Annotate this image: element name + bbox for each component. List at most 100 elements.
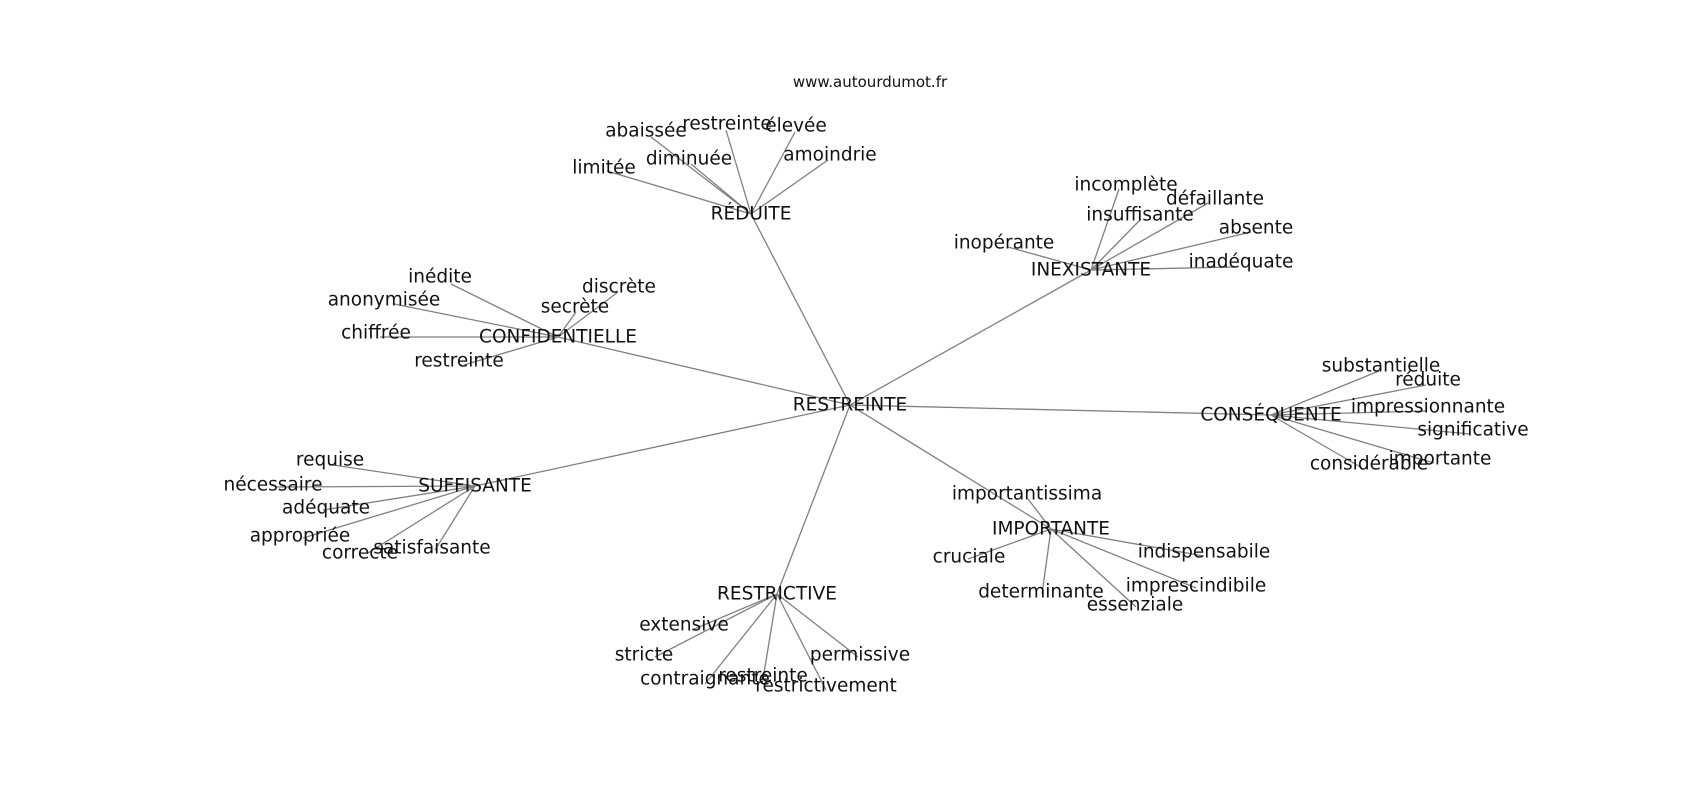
word-node-label: amoindrie bbox=[783, 145, 876, 166]
word-node-label: adéquate bbox=[282, 498, 370, 519]
word-node-label: incomplète bbox=[1074, 175, 1177, 196]
site-url: www.autourdumot.fr bbox=[793, 73, 948, 91]
word-node-label: abaissée bbox=[605, 121, 687, 142]
word-node-label: substantielle bbox=[1322, 356, 1441, 377]
edge-cluster-to-word bbox=[332, 464, 476, 487]
word-node-label: réduite bbox=[1395, 370, 1461, 391]
word-node-label: chiffrée bbox=[341, 323, 411, 344]
edge-cluster-to-word bbox=[606, 170, 752, 215]
edge-cluster-to-word bbox=[275, 485, 476, 488]
edge-cluster-to-word bbox=[557, 311, 577, 338]
word-node-label: essenziale bbox=[1087, 595, 1183, 616]
cluster-node-label: RESTRICTIVE bbox=[717, 584, 837, 605]
word-node-label: determinante bbox=[978, 582, 1104, 603]
word-node-label: considérable bbox=[1310, 454, 1428, 475]
word-node-label: extensive bbox=[639, 615, 728, 636]
word-node-label: indispensabile bbox=[1138, 542, 1271, 563]
word-node-label: insuffisante bbox=[1086, 205, 1193, 226]
word-node-label: importantissima bbox=[952, 484, 1102, 505]
edge-cluster-to-word bbox=[690, 163, 752, 215]
edge-center-to-cluster bbox=[557, 336, 851, 406]
word-node-label: stricte bbox=[615, 645, 673, 666]
edge-cluster-to-word bbox=[1270, 370, 1380, 416]
word-node-label: restreinte bbox=[414, 351, 504, 372]
word-node-label: impressionnante bbox=[1351, 397, 1505, 418]
edge-cluster-to-word bbox=[762, 593, 778, 680]
word-node-label: inédite bbox=[408, 267, 472, 288]
edge-cluster-to-word bbox=[691, 593, 778, 631]
word-node-label: appropriée bbox=[250, 526, 351, 547]
edge-cluster-to-word bbox=[557, 291, 619, 338]
word-node-label: discrète bbox=[582, 277, 656, 298]
edge-cluster-to-word bbox=[1270, 384, 1427, 416]
edge-cluster-to-word bbox=[704, 593, 778, 685]
word-node-label: contraignante bbox=[640, 669, 770, 690]
edge-cluster-to-word bbox=[1270, 410, 1428, 416]
edge-center-to-cluster bbox=[849, 404, 1272, 416]
edges-layer bbox=[275, 129, 1471, 691]
word-node-label: défaillante bbox=[1166, 189, 1264, 210]
cluster-node-label: IMPORTANTE bbox=[992, 519, 1110, 540]
edge-cluster-to-word bbox=[750, 131, 796, 215]
word-node-label: inadéquate bbox=[1189, 252, 1294, 273]
edge-center-to-cluster bbox=[474, 404, 851, 487]
center-node-label: RESTREINTE bbox=[793, 395, 907, 416]
edge-cluster-to-word bbox=[393, 303, 559, 338]
word-node-label: nécessaire bbox=[224, 475, 323, 496]
edge-cluster-to-word bbox=[1007, 246, 1092, 271]
word-node-label: absente bbox=[1219, 218, 1293, 239]
cluster-node-label: SUFFISANTE bbox=[418, 476, 532, 497]
edge-cluster-to-word bbox=[1050, 528, 1137, 608]
word-node-label: restreinte bbox=[718, 666, 808, 687]
word-node-label: restrictivement bbox=[755, 676, 897, 697]
word-node-label: anonymisée bbox=[328, 290, 441, 311]
edge-center-to-cluster bbox=[776, 404, 851, 595]
edge-cluster-to-word bbox=[654, 593, 778, 658]
edge-cluster-to-word bbox=[1090, 266, 1236, 271]
edge-cluster-to-word bbox=[776, 593, 827, 691]
edge-cluster-to-word bbox=[1090, 231, 1252, 271]
labels-layer: RESTREINTERÉDUITEabaisséerestreinteélevé… bbox=[224, 114, 1529, 697]
edge-cluster-to-word bbox=[302, 485, 476, 539]
word-node-label: correcte bbox=[322, 543, 398, 564]
word-node-label: satisfaisante bbox=[373, 538, 490, 559]
edge-cluster-to-word bbox=[1270, 414, 1471, 435]
edge-cluster-to-word bbox=[725, 129, 752, 215]
edge-cluster-to-word bbox=[1050, 528, 1205, 557]
edge-cluster-to-word bbox=[322, 485, 476, 511]
word-node-label: élevée bbox=[765, 116, 827, 137]
edge-cluster-to-word bbox=[776, 593, 859, 658]
edge-cluster-to-word bbox=[650, 136, 752, 215]
word-node-label: limitée bbox=[572, 158, 635, 179]
word-node-label: cruciale bbox=[933, 547, 1006, 568]
edge-cluster-to-word bbox=[750, 159, 829, 215]
edge-cluster-to-word bbox=[434, 485, 476, 551]
edge-cluster-to-word bbox=[1270, 414, 1435, 464]
word-node-label: inopérante bbox=[954, 233, 1055, 254]
word-node-label: significative bbox=[1417, 420, 1528, 441]
cluster-node-label: CONSÉQUENTE bbox=[1200, 404, 1341, 426]
word-node-label: imprescindibile bbox=[1126, 576, 1266, 597]
edge-cluster-to-word bbox=[1090, 188, 1120, 271]
edge-center-to-cluster bbox=[849, 269, 1092, 406]
word-node-label: requise bbox=[296, 450, 364, 471]
cluster-node-label: CONFIDENTIELLE bbox=[479, 327, 637, 348]
edge-cluster-to-word bbox=[1270, 414, 1363, 469]
edge-cluster-to-word bbox=[967, 528, 1052, 560]
word-node-label: secrète bbox=[541, 297, 609, 318]
edge-center-to-cluster bbox=[849, 404, 1052, 530]
edge-cluster-to-word bbox=[1090, 202, 1209, 271]
edge-cluster-to-word bbox=[450, 283, 559, 338]
edge-center-to-cluster bbox=[750, 213, 851, 406]
edge-cluster-to-word bbox=[1041, 528, 1052, 595]
edge-cluster-to-word bbox=[1050, 528, 1197, 589]
edge-cluster-to-word bbox=[1027, 498, 1052, 530]
edge-cluster-to-word bbox=[463, 336, 559, 366]
word-node-label: restreinte bbox=[682, 114, 772, 135]
cluster-node-label: RÉDUITE bbox=[711, 203, 792, 225]
word-node-label: importante bbox=[1389, 449, 1492, 470]
edge-cluster-to-word bbox=[367, 485, 476, 554]
edge-cluster-to-word bbox=[1090, 218, 1142, 271]
cluster-node-label: INEXISTANTE bbox=[1031, 260, 1151, 281]
